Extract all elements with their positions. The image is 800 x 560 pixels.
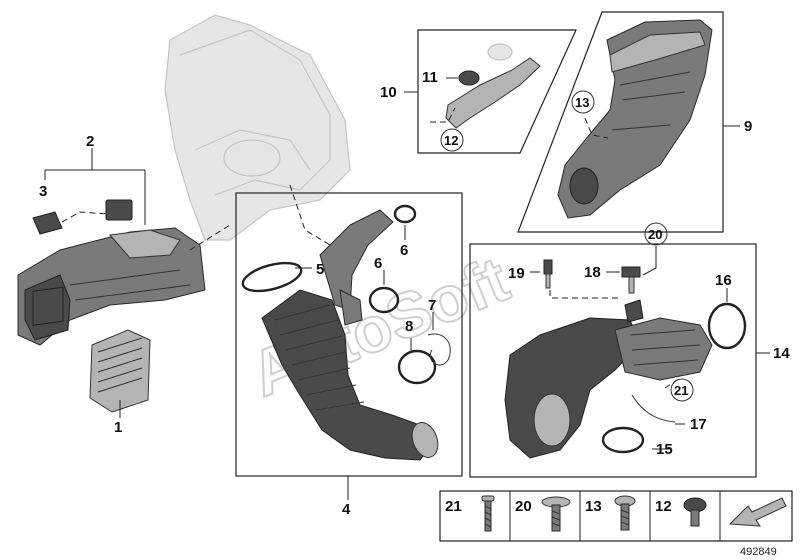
wire-clip-part-7	[427, 333, 451, 366]
arrow-direction-icon	[728, 497, 787, 527]
oring-part-6b	[368, 286, 400, 314]
group-box-bracket	[417, 29, 577, 154]
legend-item-20: 20	[515, 496, 571, 532]
air-filter-housing-ghost	[164, 14, 351, 241]
pressure-sensor-part-18	[621, 266, 641, 294]
callout-1: 1	[114, 419, 122, 436]
screw-pan-icon	[614, 495, 636, 531]
group-box-outlet	[469, 243, 757, 478]
hardware-legend: 21 20 13 12	[439, 490, 793, 542]
callout-10: 10	[380, 84, 397, 101]
oring-part-15	[601, 426, 645, 454]
callout-11: 11	[422, 69, 438, 86]
svg-text:20: 20	[515, 498, 532, 515]
svg-text:12: 12	[655, 498, 672, 515]
outlet-hose-part	[504, 299, 713, 459]
legend-item-12: 12	[655, 497, 707, 527]
temp-sensor-part-19	[543, 259, 553, 289]
callout-8: 8	[405, 318, 413, 335]
callout-13-circled: 13	[571, 90, 595, 114]
svg-text:12: 12	[444, 133, 458, 148]
resonator-part	[557, 19, 713, 219]
callout-3: 3	[39, 183, 47, 200]
legend-item-21: 21	[445, 495, 495, 532]
callout-2: 2	[86, 133, 94, 150]
svg-text:13: 13	[585, 498, 602, 515]
callout-21-circled: 21	[670, 378, 694, 402]
screw-hex-flange-icon	[683, 497, 707, 527]
leader-lines	[44, 77, 770, 500]
svg-text:20: 20	[648, 227, 662, 242]
filter-grille-part	[89, 329, 151, 413]
callout-18: 18	[584, 264, 601, 281]
bracket-part	[445, 43, 541, 129]
wire-clip-part-17	[631, 394, 676, 423]
intake-duct-part	[17, 199, 206, 346]
reference-number: 492849	[740, 546, 777, 558]
callout-14: 14	[773, 345, 790, 362]
group-box-resonator	[517, 11, 724, 233]
seal-ring-part-8	[397, 349, 437, 385]
screw-long-icon	[481, 495, 495, 532]
intake-hose-part	[261, 209, 439, 461]
svg-text:21: 21	[445, 498, 462, 515]
screw-washer-icon	[541, 496, 571, 532]
callout-9: 9	[744, 118, 752, 135]
callout-7: 7	[428, 297, 436, 314]
callout-15: 15	[656, 441, 673, 458]
legend-item-13: 13	[585, 495, 636, 531]
oring-part-16	[707, 302, 747, 350]
callout-6a: 6	[400, 242, 408, 259]
callout-17: 17	[690, 416, 707, 433]
callout-4: 4	[342, 501, 351, 518]
callout-19: 19	[508, 265, 525, 282]
svg-text:21: 21	[674, 383, 688, 398]
svg-text:13: 13	[575, 95, 589, 110]
callout-20-circled: 20	[644, 222, 668, 246]
callout-6b: 6	[374, 255, 382, 272]
callout-16: 16	[715, 272, 732, 289]
clamp-ring-part	[241, 261, 303, 293]
callout-5: 5	[316, 261, 324, 278]
foam-pad-part	[32, 211, 63, 235]
callout-12-circled: 12	[440, 128, 464, 152]
oring-part-6a	[393, 204, 417, 224]
group-box-hose	[235, 192, 463, 477]
